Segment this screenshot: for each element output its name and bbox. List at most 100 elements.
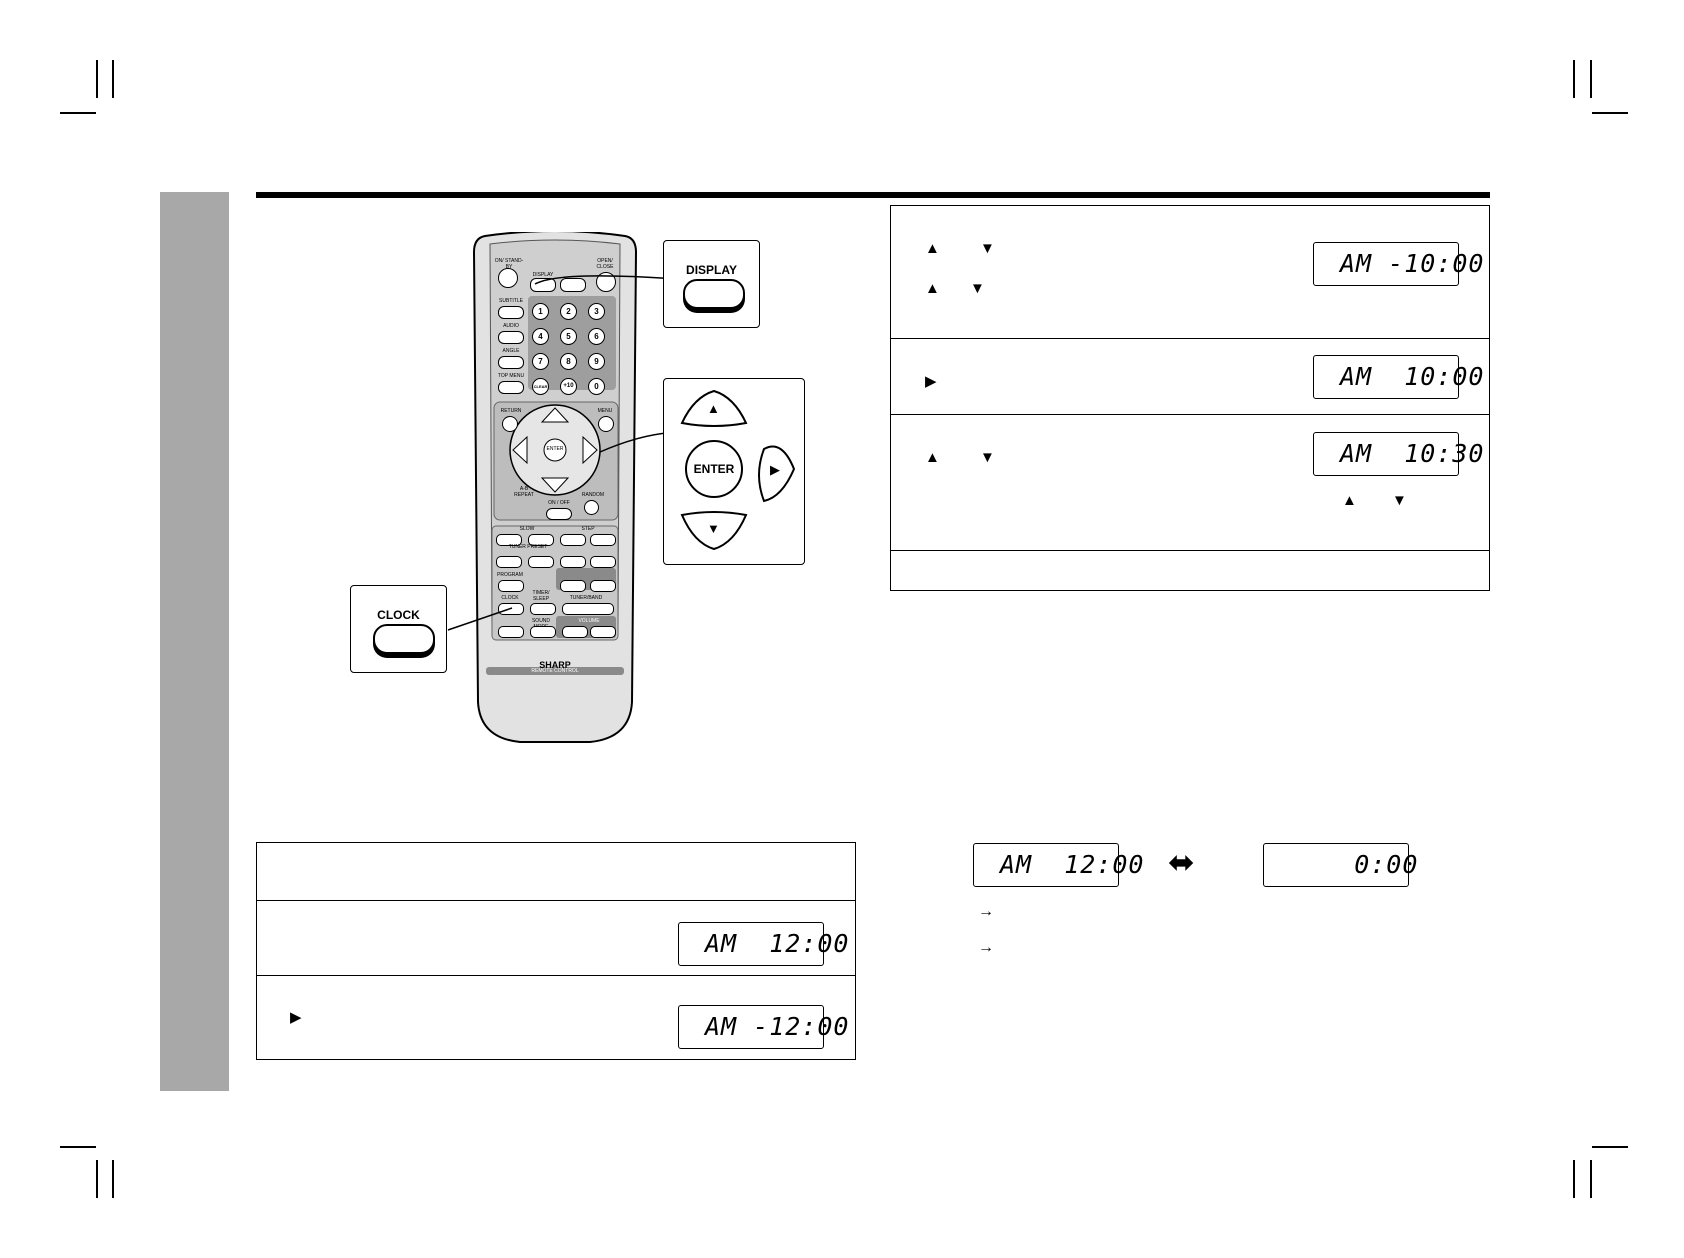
key-2[interactable]: 2: [560, 303, 577, 320]
remote-brand: SHARP: [539, 660, 571, 670]
remote-label-tuner-preset: TUNER PRESET: [508, 544, 548, 550]
lcd-12-hour: AM 12:00: [973, 843, 1143, 887]
section-sidebar: [160, 192, 229, 1091]
remote-label-random: RANDOM: [581, 492, 605, 498]
remote-label-timer-sleep: TIMER/ SLEEP: [532, 590, 550, 602]
step-rev-button[interactable]: [560, 534, 586, 546]
clock-button[interactable]: [373, 624, 435, 654]
crop-mark: [1573, 60, 1575, 98]
stop-button[interactable]: [560, 580, 586, 592]
lcd-minute-select: AM 10:00: [1313, 355, 1483, 399]
random-button[interactable]: [584, 500, 599, 515]
key-7[interactable]: 7: [532, 353, 549, 370]
remote-label-audio: AUDIO: [503, 323, 519, 329]
up-arrow-icon: ▲: [925, 280, 940, 297]
remote-label-volume: VOLUME: [578, 618, 600, 624]
top-menu-button[interactable]: [498, 381, 524, 394]
volume-down-button[interactable]: [562, 626, 588, 638]
next-button[interactable]: [590, 556, 616, 568]
play-pause-button[interactable]: [590, 580, 616, 592]
key-clear[interactable]: CLEAR: [532, 378, 549, 395]
key-3[interactable]: 3: [588, 303, 605, 320]
sound-mode-button[interactable]: [498, 626, 524, 638]
display-callout-label: DISPLAY: [686, 263, 737, 277]
crop-mark: [96, 1160, 98, 1198]
crop-mark: [60, 1146, 96, 1148]
key-6[interactable]: 6: [588, 328, 605, 345]
remote-label-step: STEP: [581, 526, 595, 532]
remote-keypad: 1 2 3 4 5 6 7 8 9 CLEAR +10 0: [532, 303, 616, 403]
remote-label-menu: MENU: [597, 408, 613, 414]
clock-callout: CLOCK: [350, 585, 447, 673]
key-0[interactable]: 0: [588, 378, 605, 395]
volume-up-button[interactable]: [590, 626, 616, 638]
row-divider: [256, 900, 856, 901]
row-divider: [890, 550, 1490, 551]
tuner-band-button[interactable]: [562, 603, 614, 615]
remote-label-on-off: ON / OFF: [548, 500, 570, 506]
crop-mark: [60, 112, 96, 114]
key-4[interactable]: 4: [532, 328, 549, 345]
row-divider: [890, 414, 1490, 415]
remote-label-open-close: OPEN/ CLOSE: [596, 258, 614, 270]
crop-mark: [112, 1160, 114, 1198]
step-fwd-button[interactable]: [590, 534, 616, 546]
crop-mark: [1592, 112, 1628, 114]
remote-label-ab-repeat: A-B REPEAT: [514, 486, 534, 498]
return-button[interactable]: [502, 416, 518, 432]
display-remote-button[interactable]: [530, 278, 556, 292]
swap-arrow-icon: ⬌: [1168, 844, 1195, 880]
arrow-icon: →: [978, 903, 994, 920]
program-button[interactable]: [498, 580, 524, 592]
prev-button[interactable]: [560, 556, 586, 568]
timer-sleep-button[interactable]: [530, 603, 556, 615]
standby-button[interactable]: [498, 268, 518, 288]
lcd-hour-blink: AM -12:00: [678, 1005, 848, 1049]
down-arrow-icon[interactable]: ▼: [707, 521, 720, 536]
display-button[interactable]: [683, 279, 745, 309]
open-close-button[interactable]: [596, 272, 616, 292]
rew-button[interactable]: [496, 556, 522, 568]
crop-mark: [1573, 1160, 1575, 1198]
header-rule: [256, 192, 1490, 198]
remote-label-tuner-band: TUNER/BAND: [569, 595, 603, 601]
audio-button[interactable]: [498, 331, 524, 344]
slow-fwd-button[interactable]: [528, 534, 554, 546]
up-arrow-icon: ▲: [925, 449, 940, 466]
on-off-button[interactable]: [546, 508, 572, 520]
menu-button[interactable]: [598, 416, 614, 432]
key-1[interactable]: 1: [532, 303, 549, 320]
angle-button[interactable]: [498, 356, 524, 369]
arrow-icon: →: [978, 939, 994, 956]
cursor-keys-illustration: [680, 389, 796, 551]
remote-label-subtitle: SUBTITLE: [499, 298, 523, 304]
key-8[interactable]: 8: [560, 353, 577, 370]
key-9[interactable]: 9: [588, 353, 605, 370]
sound-mode-button-2[interactable]: [530, 626, 556, 638]
subtitle-button[interactable]: [498, 306, 524, 319]
ff-button[interactable]: [528, 556, 554, 568]
remote-mid-button[interactable]: [560, 278, 586, 292]
lcd-minute-set: AM 10:30: [1313, 432, 1483, 476]
lcd-24-hour: 0:00: [1263, 843, 1417, 887]
enter-button[interactable]: ENTER: [693, 462, 735, 476]
steps-table-right: [890, 205, 1490, 591]
lcd-initial: AM 12:00: [678, 922, 848, 966]
slow-rev-button[interactable]: [496, 534, 522, 546]
up-arrow-icon[interactable]: ▲: [707, 401, 720, 416]
display-callout: DISPLAY: [663, 240, 760, 328]
down-arrow-icon: ▼: [970, 280, 985, 297]
remote-label-slow: SLOW: [519, 526, 535, 532]
crop-mark: [96, 60, 98, 98]
down-arrow-icon: ▼: [980, 240, 995, 257]
remote-subtitle: REMOTE CONTROL: [531, 668, 579, 674]
key-plus10[interactable]: +10: [560, 378, 577, 395]
remote-label-display: DISPLAY: [532, 272, 554, 278]
remote-enter-label[interactable]: ENTER: [546, 446, 564, 452]
row-divider: [256, 975, 856, 976]
right-arrow-icon[interactable]: ▶: [770, 462, 780, 477]
key-5[interactable]: 5: [560, 328, 577, 345]
up-arrow-icon: ▲: [1342, 492, 1357, 509]
crop-mark: [112, 60, 114, 98]
